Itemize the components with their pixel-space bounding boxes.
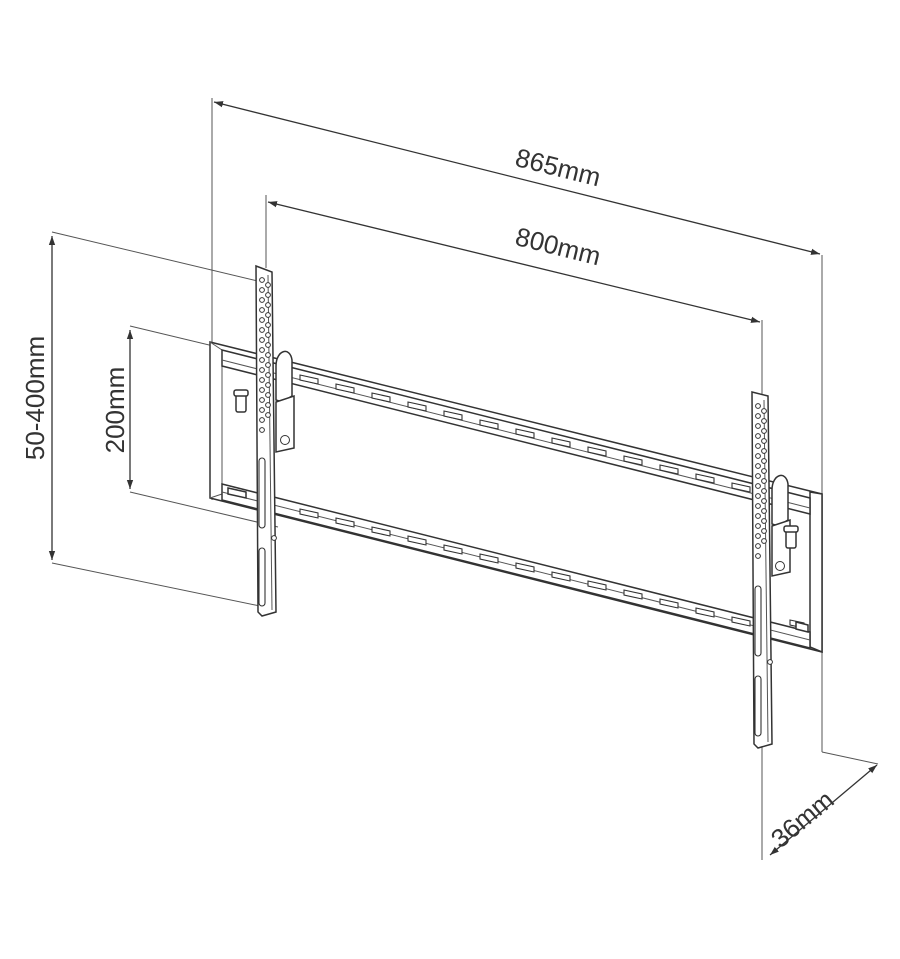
slot (587, 580, 607, 591)
right-mounting-arm (751, 391, 799, 749)
hole-spacing-label: 800mm (512, 221, 603, 271)
slot (371, 526, 391, 537)
slot (659, 464, 679, 475)
right-arm-fold (763, 399, 769, 743)
dimension-depth: 36mm (761, 738, 879, 860)
vertical-range-label: 50-400mm (20, 336, 50, 460)
slot (299, 508, 319, 519)
safety-lock-icon (783, 525, 799, 549)
right-arm-screw (767, 659, 773, 665)
slot (695, 473, 715, 484)
left-arm-slot (258, 547, 266, 607)
wall-plate-corner (209, 493, 223, 499)
slot (623, 455, 643, 466)
slot (623, 589, 643, 600)
right-arm-slot (754, 585, 762, 657)
slot (695, 607, 715, 618)
dimension-vertical-range: 50-400mm (20, 231, 263, 607)
left-mounting-arm (255, 264, 295, 617)
dimension-arrow (267, 201, 761, 323)
slot (335, 383, 355, 394)
overall-width-label: 865mm (512, 142, 603, 192)
left-arm-screw (271, 535, 277, 541)
slot (731, 616, 751, 627)
extension-line (129, 491, 279, 528)
extension-line (51, 231, 263, 283)
left-arm-hook (275, 350, 293, 403)
slot (443, 544, 463, 555)
wall-plate-outline (209, 341, 823, 653)
slot (335, 517, 355, 528)
right-arm-slot (754, 675, 762, 737)
tilt-knob-icon (775, 561, 785, 571)
dimension-rail-spacing: 200mm (100, 325, 281, 528)
extension-line (821, 751, 879, 765)
slot (515, 562, 535, 573)
slot (551, 437, 571, 448)
slot (443, 410, 463, 421)
left-arm-slot (258, 457, 266, 529)
wall-plate-right-upright (809, 491, 823, 654)
plate-tab (795, 621, 809, 633)
top-rail-slots (299, 374, 751, 493)
slot (371, 392, 391, 403)
extension-line (51, 562, 261, 607)
left-arm-holes (259, 277, 271, 433)
right-arm-hook (771, 474, 789, 527)
slot (551, 571, 571, 582)
tilt-knob-icon (280, 435, 290, 445)
plate-tab (227, 487, 247, 499)
slot (299, 374, 319, 385)
wall-plate-corner (209, 341, 223, 351)
right-arm-holes (755, 403, 767, 559)
rail-spacing-label: 200mm (100, 367, 130, 454)
slot (479, 553, 499, 564)
slot (731, 482, 751, 493)
dimension-hole-spacing: 800mm (265, 195, 763, 395)
slot (587, 446, 607, 457)
wall-plate (209, 341, 823, 654)
slot (407, 401, 427, 412)
slot (659, 598, 679, 609)
slot (515, 428, 535, 439)
slot (479, 419, 499, 430)
depth-label: 36mm (765, 784, 840, 853)
safety-lock-icon (233, 389, 249, 413)
left-arm-fold (267, 274, 273, 611)
dimension-arrow (769, 764, 878, 856)
slot (407, 535, 427, 546)
